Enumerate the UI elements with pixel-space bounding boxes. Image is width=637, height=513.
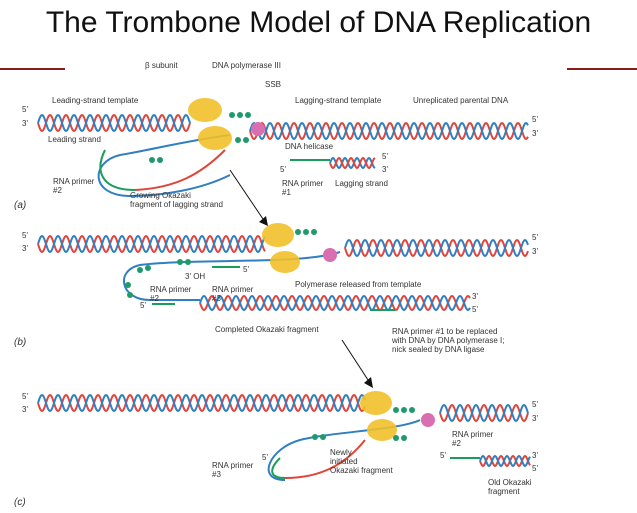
prime-a1: 5' xyxy=(22,105,28,114)
panel-c-polymerase-bottom xyxy=(367,419,397,441)
panel-b-ssb-group xyxy=(125,229,317,298)
label-rna-primer-3-c: RNA primer#3 xyxy=(212,461,254,479)
prime-b7: 5' xyxy=(140,301,146,310)
panel-a-tag: (a) xyxy=(14,200,26,211)
prime-b5: 3' xyxy=(472,292,478,301)
prime-b1: 5' xyxy=(22,231,28,240)
arrow-b-c-head xyxy=(364,377,373,388)
panel-b-polymerase-top xyxy=(262,223,294,247)
prime-b2: 3' xyxy=(22,244,28,253)
panel-a-fragment-red xyxy=(329,156,376,170)
label-beta-subunit: β subunit xyxy=(145,61,178,70)
prime-b6: 5' xyxy=(472,305,478,314)
panel-a-unreplicated-blue xyxy=(249,121,529,141)
panel-c-new-okazaki-green xyxy=(271,457,286,479)
prime-a2: 3' xyxy=(22,119,28,128)
panel-a-okazaki-red xyxy=(134,149,226,191)
prime-c3: 5' xyxy=(532,400,538,409)
label-completed-okazaki: Completed Okazaki fragment xyxy=(215,325,319,334)
panel-b-leading-red xyxy=(37,234,266,254)
panel-b-helicase xyxy=(323,248,337,262)
panel-b-polymerase-bottom xyxy=(270,251,300,273)
title-rule-left xyxy=(0,68,65,70)
panel-b: (b) 3' OH 5' RNA primer#2 RNA primer#3 P… xyxy=(14,223,538,354)
prime-c2: 3' xyxy=(22,405,28,414)
panel-a-polymerase-bottom xyxy=(198,126,232,150)
panel-b-completed-blue xyxy=(199,294,471,312)
panel-c-unreplicated-red xyxy=(439,403,529,423)
prime-a4: 3' xyxy=(532,129,538,138)
prime-c1: 5' xyxy=(22,392,28,401)
panel-c-unreplicated-blue xyxy=(439,403,529,423)
arrow-a-b-head xyxy=(259,216,268,226)
panel-c-new-okazaki-red xyxy=(284,439,366,479)
panel-a-polymerase-top xyxy=(188,98,222,122)
label-leading-template: Leading-strand template xyxy=(52,96,139,105)
panel-a-parental-red xyxy=(37,113,191,133)
panel-a-parental-blue xyxy=(37,113,191,133)
label-leading-strand: Leading strand xyxy=(48,135,101,144)
prime-c5: 3' xyxy=(532,451,538,460)
panel-a-helicase xyxy=(251,122,265,136)
prime-c8: 5' xyxy=(262,453,268,462)
panel-a-ssb-group xyxy=(149,112,251,163)
label-dna-helicase: DNA helicase xyxy=(285,142,334,151)
page-title: The Trombone Model of DNA Replication xyxy=(45,6,592,39)
title-rule-right xyxy=(567,68,637,70)
panel-b-tag: (b) xyxy=(14,337,26,348)
label-ssb: SSB xyxy=(265,80,281,89)
prime-a3: 5' xyxy=(532,115,538,124)
label-rna-primer-2-a: RNA primer#2 xyxy=(53,177,95,195)
label-lagging-strand: Lagging strand xyxy=(335,179,388,188)
panel-b-unreplicated-blue xyxy=(344,238,529,258)
label-3-oh: 3' OH xyxy=(185,272,205,281)
label-rna-primer-1: RNA primer#1 xyxy=(282,179,324,197)
panel-a: (a) β subunit DNA polymerase III SSB Lea… xyxy=(14,61,538,211)
prime-a5: 5' xyxy=(382,152,388,161)
prime-b3: 5' xyxy=(532,233,538,242)
panel-a-fragment-blue xyxy=(329,156,376,170)
prime-c7: 5' xyxy=(440,451,446,460)
prime-a7: 5' xyxy=(280,165,286,174)
panel-c-old-blue xyxy=(479,454,531,468)
panel-b-leading-blue xyxy=(37,234,266,254)
prime-b4: 3' xyxy=(532,247,538,256)
prime-a6: 3' xyxy=(382,165,388,174)
label-dna-pol-iii: DNA polymerase III xyxy=(212,61,281,70)
label-rna-primer-2-c: RNA primer#2 xyxy=(452,430,494,448)
prime-c4: 3' xyxy=(532,414,538,423)
panel-a-lagging-loop xyxy=(97,134,231,198)
panel-c-leading-blue xyxy=(37,393,366,413)
panel-c-tag: (c) xyxy=(14,497,26,508)
panel-c-ssb-group xyxy=(312,407,415,441)
label-rna-primer-2-b: RNA primer#2 xyxy=(150,285,192,303)
arrow-b-c xyxy=(341,339,371,384)
panel-c-helicase xyxy=(421,413,435,427)
label-unreplicated: Unreplicated parental DNA xyxy=(413,96,509,105)
panel-c-polymerase-top xyxy=(360,391,392,415)
label-lagging-template: Lagging-strand template xyxy=(295,96,382,105)
label-rna-primer-3-b: RNA primer#3 xyxy=(212,285,254,303)
panel-a-okazaki-green xyxy=(99,149,136,191)
panel-b-unreplicated-red xyxy=(344,238,529,258)
panel-b-completed-red xyxy=(199,294,471,312)
label-released: Polymerase released from template xyxy=(295,280,422,289)
prime-c6: 5' xyxy=(532,464,538,473)
label-5-prime-b: 5' xyxy=(243,265,249,274)
arrow-a-b xyxy=(229,169,266,223)
